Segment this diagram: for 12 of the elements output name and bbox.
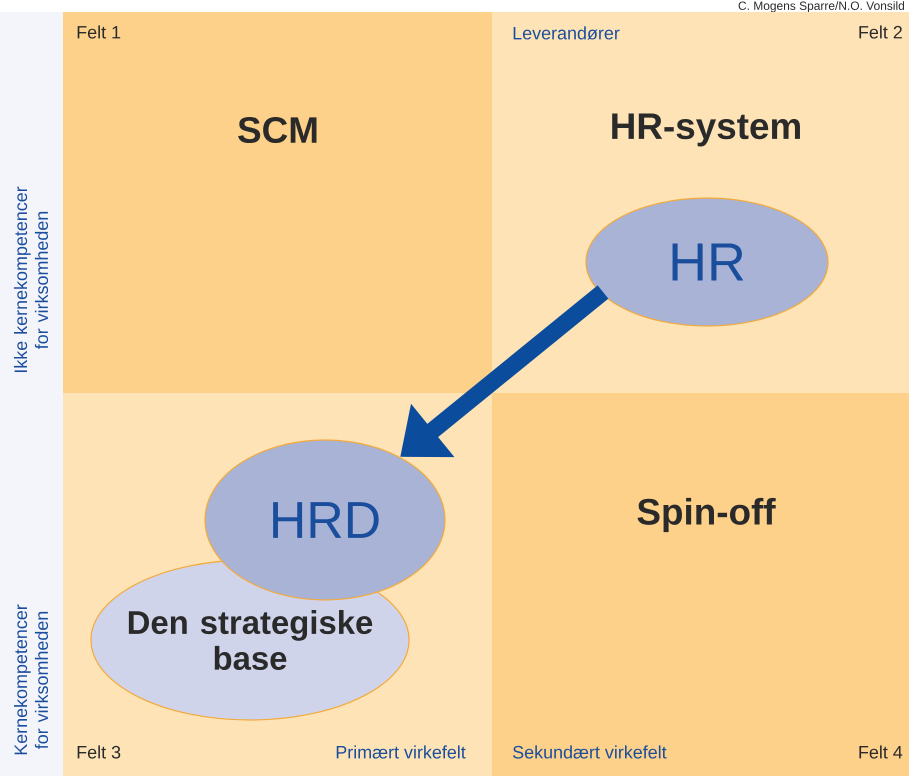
quadrant-title: Spin-off — [637, 498, 776, 532]
axis-label: Sekundært virkefelt — [513, 745, 667, 759]
credit-text: C. Mogens Sparre/N.O. Vonsild — [738, 1, 904, 12]
quadrant-title: SCM — [238, 116, 316, 144]
quadrant-title: HR-system — [612, 114, 800, 146]
axis-label: Leverandører — [514, 26, 620, 40]
side-label: Kernekompetencer for virksomheden — [14, 604, 48, 754]
felt-label: Felt 1 — [78, 25, 120, 39]
felt-label: Felt 2 — [859, 25, 902, 39]
felt-label: Felt 3 — [78, 745, 120, 759]
felt-label: Felt 4 — [859, 745, 902, 759]
axis-label: Primært virkefelt — [336, 745, 466, 759]
